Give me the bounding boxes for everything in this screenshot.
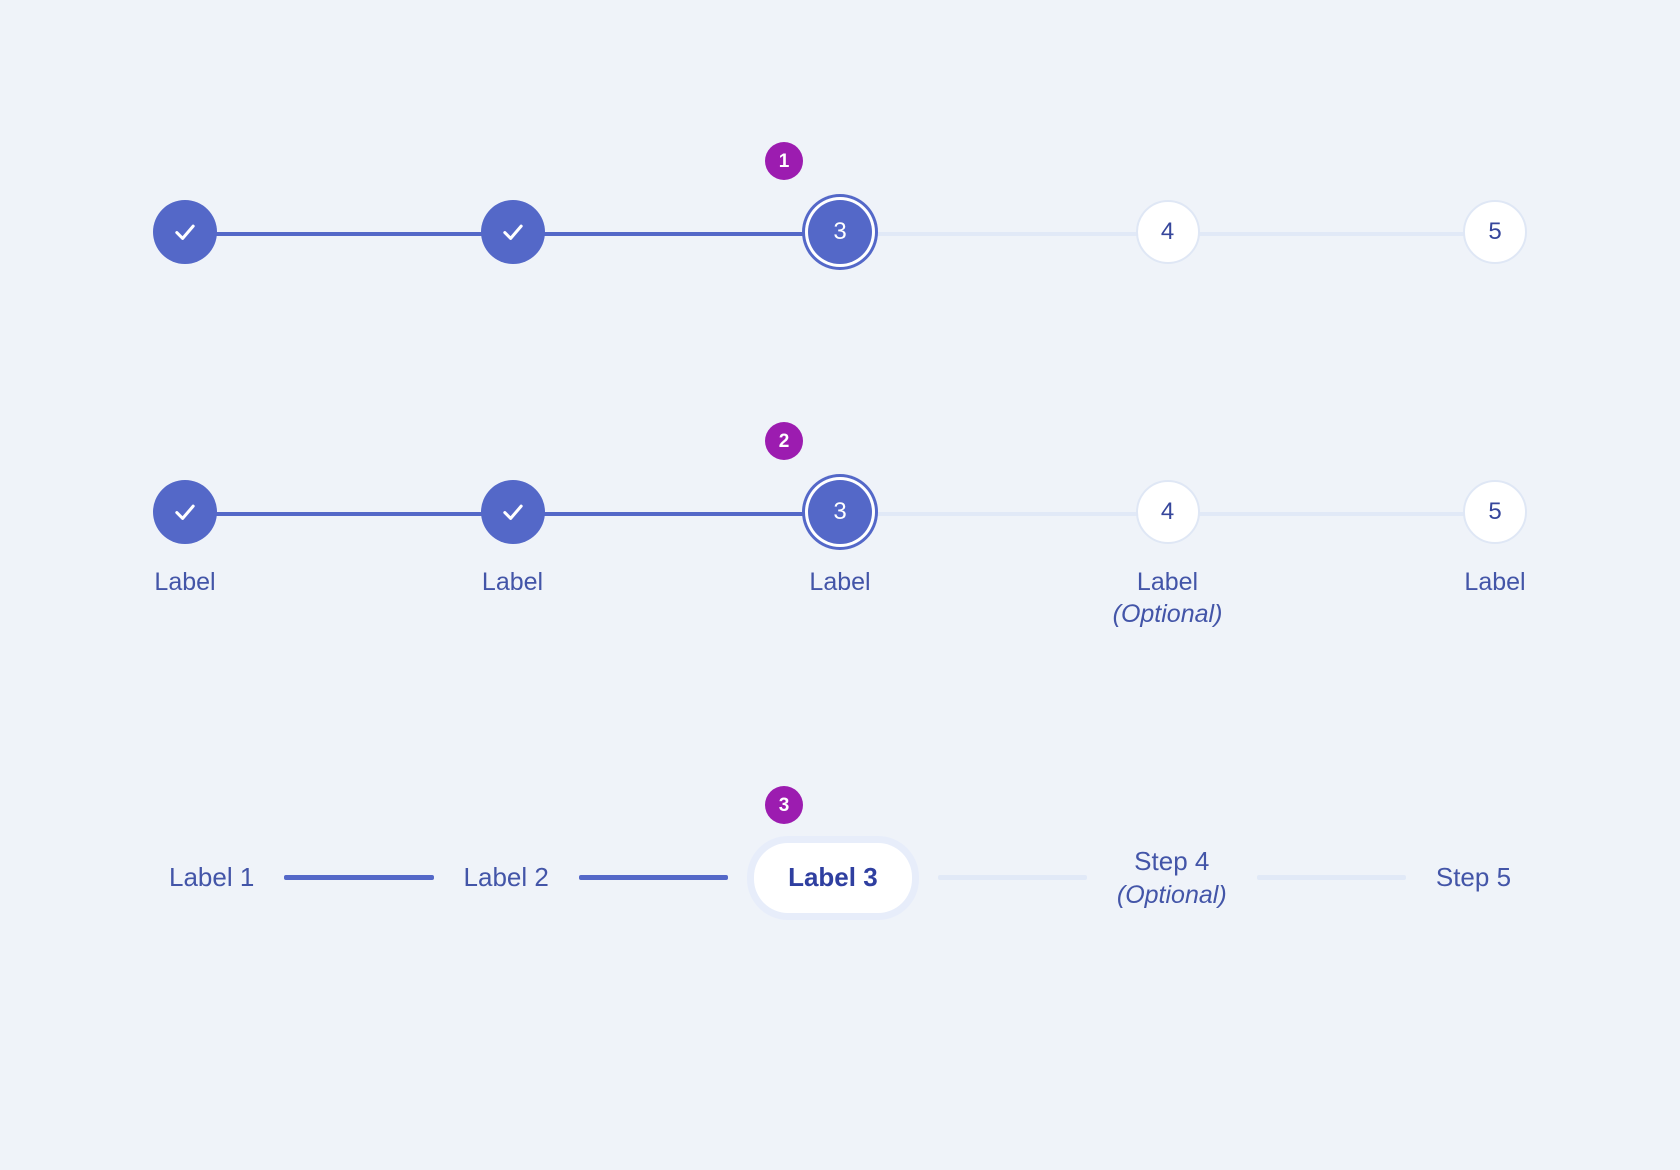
connector-1-2 bbox=[185, 512, 513, 516]
step-circle-4-todo[interactable]: 4 bbox=[1135, 480, 1200, 544]
text-step-1-label: Label 1 bbox=[169, 862, 255, 892]
step-label-3: Label bbox=[809, 566, 870, 598]
check-icon bbox=[175, 224, 195, 240]
text-step-4[interactable]: Step 4 (Optional) bbox=[1113, 845, 1231, 911]
stepper-variant-1: 1 3 4 5 bbox=[0, 142, 1680, 264]
text-step-3-current[interactable]: Label 3 bbox=[754, 843, 912, 913]
step-label-2-text: Label bbox=[481, 568, 544, 596]
step-circle-5-todo[interactable]: 5 bbox=[1463, 480, 1527, 544]
step-label-4-optional: (Optional) bbox=[1112, 600, 1223, 628]
connector-3-4 bbox=[937, 875, 1087, 881]
connector-4-5 bbox=[1167, 512, 1495, 516]
connector-1-2 bbox=[284, 875, 434, 881]
step-circle-2-done[interactable] bbox=[480, 480, 545, 544]
step-label-4-text: Label bbox=[1136, 568, 1199, 596]
step-label-5-text: Label bbox=[1464, 568, 1526, 596]
stepper-text-only: Label 1 Label 2 Label 3 Step 4 (Optional… bbox=[0, 843, 1680, 913]
connector-1-2 bbox=[185, 232, 513, 236]
step-circle-1-done[interactable] bbox=[153, 200, 217, 264]
step-label-3-text: Label bbox=[809, 568, 871, 596]
text-step-5[interactable]: Step 5 bbox=[1432, 861, 1515, 895]
step-circle-4-todo[interactable]: 4 bbox=[1135, 200, 1200, 264]
connector-3-4 bbox=[840, 512, 1168, 516]
step-label-5: Label bbox=[1464, 566, 1525, 598]
check-icon bbox=[175, 504, 195, 520]
step-label-2: Label bbox=[482, 566, 543, 598]
stepper-icons-only: 3 4 5 bbox=[0, 200, 1680, 264]
step-circle-1-done[interactable] bbox=[153, 480, 217, 544]
connector-3-4 bbox=[840, 232, 1168, 236]
step-circle-2-done[interactable] bbox=[480, 200, 545, 264]
variant-badge-3: 3 bbox=[765, 786, 803, 824]
connector-4-5 bbox=[1256, 875, 1406, 881]
step-circle-5-todo[interactable]: 5 bbox=[1463, 200, 1527, 264]
step-circle-3-active[interactable]: 3 bbox=[808, 200, 872, 264]
text-step-4-optional: (Optional) bbox=[1116, 880, 1227, 909]
text-step-2[interactable]: Label 2 bbox=[460, 861, 553, 895]
stepper-variant-3: 3 Label 1 Label 2 Label 3 Step 4 (Option… bbox=[0, 786, 1680, 913]
check-icon bbox=[502, 504, 523, 520]
text-step-2-label: Label 2 bbox=[463, 862, 549, 892]
connector-2-3 bbox=[512, 232, 840, 236]
stepper-variant-2: 2 Label Label 3 bbox=[0, 422, 1680, 630]
stepper-with-labels: Label Label 3 Label 4 Label bbox=[0, 480, 1680, 630]
variant-badge-1: 1 bbox=[765, 142, 803, 180]
check-icon bbox=[502, 224, 523, 240]
step-label-4: Label (Optional) bbox=[1113, 566, 1223, 630]
text-step-4-label: Step 4 bbox=[1134, 845, 1210, 876]
text-step-1[interactable]: Label 1 bbox=[165, 861, 258, 895]
text-step-3-label: Label 3 bbox=[788, 862, 878, 892]
connector-2-3 bbox=[512, 512, 840, 516]
connector-2-3 bbox=[578, 875, 729, 881]
variant-badge-2: 2 bbox=[765, 422, 803, 460]
step-label-1-text: Label bbox=[154, 568, 216, 596]
step-circle-3-active[interactable]: 3 bbox=[808, 480, 872, 544]
connector-4-5 bbox=[1167, 232, 1495, 236]
text-step-5-label: Step 5 bbox=[1435, 862, 1512, 892]
step-label-1: Label bbox=[154, 566, 215, 598]
